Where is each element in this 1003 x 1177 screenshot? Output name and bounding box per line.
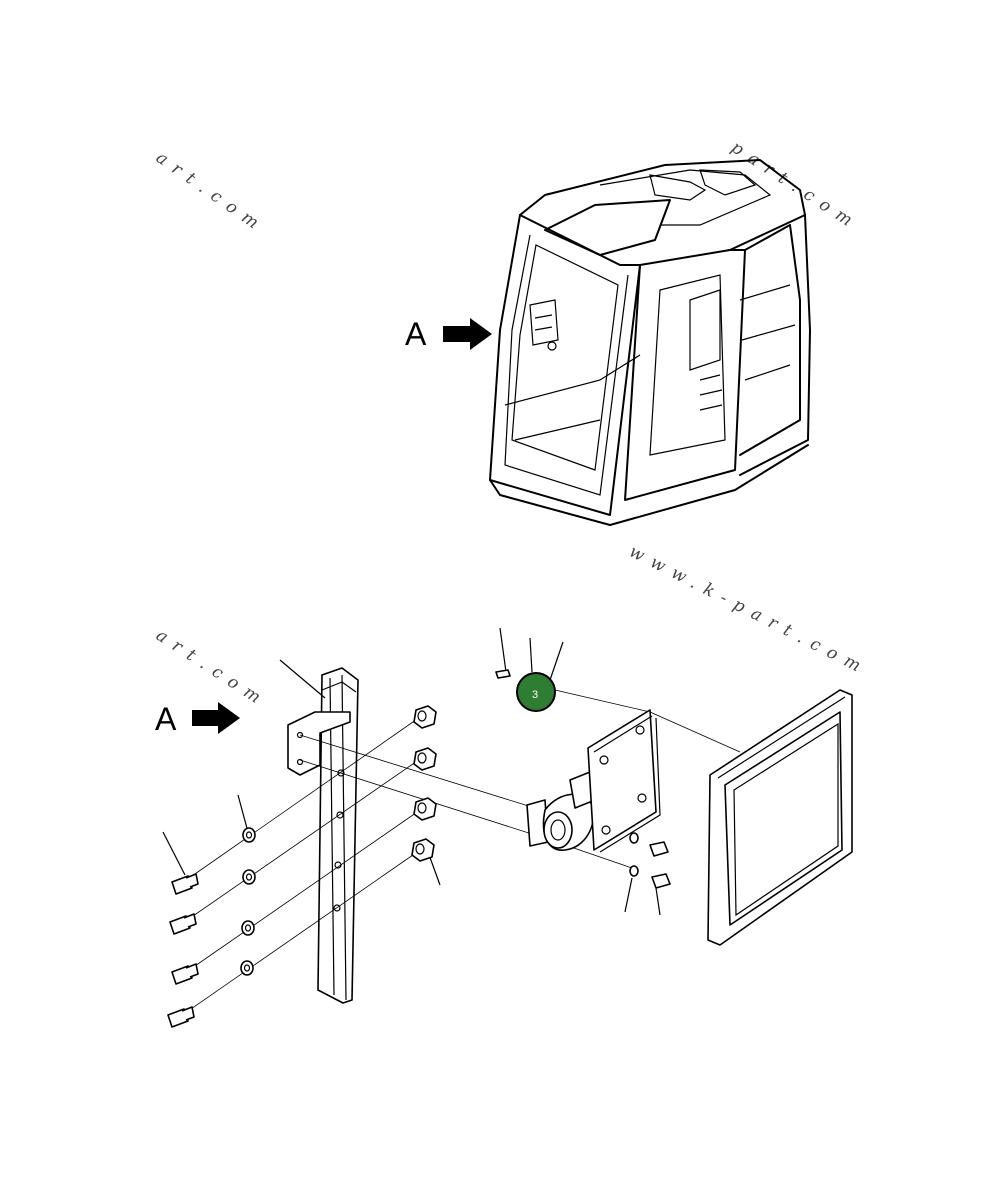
spacer bbox=[413, 705, 437, 729]
bolt bbox=[169, 913, 197, 935]
washer bbox=[629, 832, 639, 844]
bolt bbox=[651, 873, 671, 889]
swivel-mount bbox=[526, 771, 596, 851]
watermark-top-left: art.com bbox=[152, 148, 269, 239]
washer bbox=[629, 865, 639, 877]
arrow-right-icon bbox=[443, 318, 492, 350]
cab-frame bbox=[489, 159, 811, 526]
washer bbox=[240, 960, 254, 976]
screw-group-right bbox=[629, 832, 671, 889]
bolt bbox=[649, 841, 669, 857]
watermark-mid-right: www.k-part.com bbox=[626, 542, 872, 681]
spacer-group bbox=[411, 705, 437, 862]
leader-lines bbox=[162, 627, 741, 1019]
arrow-right-icon bbox=[192, 702, 240, 734]
monitor bbox=[707, 689, 853, 946]
callout-number: 3 bbox=[532, 689, 538, 701]
mounting-plate bbox=[587, 709, 661, 853]
view-label-a-bottom: A bbox=[155, 701, 177, 737]
spacer bbox=[413, 747, 437, 771]
callout-3: 3 bbox=[516, 672, 556, 712]
rail-bracket bbox=[287, 711, 351, 776]
view-label-a-top: A bbox=[405, 316, 427, 352]
spacer bbox=[411, 838, 435, 862]
bolt-group-left bbox=[167, 873, 199, 1028]
callout-circle bbox=[516, 672, 556, 712]
washer-group bbox=[240, 827, 256, 976]
spacer bbox=[413, 797, 437, 821]
washer bbox=[242, 869, 256, 885]
small-screw bbox=[495, 669, 511, 679]
watermark-bottom-left: art.com bbox=[152, 625, 271, 712]
bolt bbox=[171, 873, 199, 895]
pillar-rail bbox=[317, 667, 359, 1004]
bolt bbox=[171, 963, 199, 985]
bolt bbox=[167, 1006, 195, 1028]
washer bbox=[241, 920, 255, 936]
washer bbox=[242, 827, 256, 843]
